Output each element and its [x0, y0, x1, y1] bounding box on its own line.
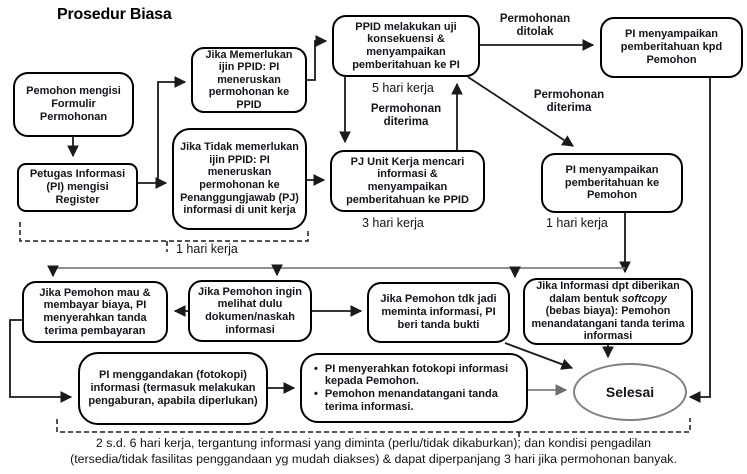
- node-ppid-uji-label: PPID melakukan uji konsekuensi & menyamp…: [352, 20, 460, 71]
- node-petugas-register-label: Petugas Informasi (PI) mengisi Register: [29, 168, 126, 206]
- node-pemohon-form: Pemohon mengisi Formulir Permohonan: [13, 72, 134, 137]
- node-pemohon-form-label: Pemohon mengisi Formulir Permohonan: [26, 85, 121, 123]
- connector-pemberitahuan-kpd-to-selesai: [688, 78, 711, 403]
- node-pi-gandakan: PI menggandakan (fotokopi) informasi (te…: [78, 352, 268, 425]
- label-1-hari-kerja-left: 1 hari kerja: [176, 242, 238, 256]
- bullet-item-label: Pemohon menandatangani tanda terima info…: [324, 388, 498, 413]
- bullet-item: PI menyerahkan fotokopi informasi kepada…: [312, 363, 518, 389]
- footnote-line-1: 2 s.d. 6 hari kerja, tergantung informas…: [95, 436, 652, 450]
- node-perlu-ijin-label: Jika Memerlukan ijin PPID: PI meneruskan…: [205, 48, 293, 111]
- node-pi-beritahu-ke-pemohon: PI menyampaikan pemberitahuan ke Pemohon: [541, 153, 683, 213]
- node-selesai: Selesai: [573, 363, 687, 421]
- footnote-duration: 2 s.d. 6 hari kerja, tergantung informas…: [0, 436, 747, 468]
- node-pi-beritahu-ke-pemohon-label: PI menyampaikan pemberitahuan ke Pemohon: [564, 163, 660, 202]
- softcopy-text-italic: softcopy: [621, 292, 667, 305]
- node-pi-serahkan: PI menyerahkan fotokopi informasi kepada…: [300, 353, 528, 423]
- node-selesai-label: Selesai: [605, 384, 655, 400]
- label-5-hari-kerja: 5 hari kerja: [372, 81, 434, 95]
- node-pi-beritahu-kpd-pemohon: PI menyampaikan pemberitahuan kpd Pemoho…: [600, 17, 743, 78]
- node-informasi-softcopy: Jika Informasi dpt diberikan dalam bentu…: [523, 278, 693, 345]
- node-ppid-uji: PPID melakukan uji konsekuensi & menyamp…: [332, 15, 480, 77]
- bullet-item: Pemohon menandatangani tanda terima info…: [312, 388, 518, 414]
- label-permohonan-ditolak: Permohonan ditolak: [499, 13, 571, 39]
- node-pemohon-batal-label: Jika Pemohon tdk jadi meminta informasi,…: [380, 293, 497, 331]
- node-pemohon-lihat: Jika Pemohon ingin melihat dulu dokumen/…: [188, 280, 312, 342]
- connector-perlu-ijin-to-ppid: [307, 35, 328, 81]
- label-permohonan-diterima-left: Permohonan diterima: [370, 103, 442, 129]
- node-informasi-softcopy-label: Jika Informasi dpt diberikan dalam bentu…: [531, 280, 685, 343]
- node-pi-beritahu-kpd-pemohon-label: PI menyampaikan pemberitahuan kpd Pemoho…: [620, 28, 723, 66]
- node-petugas-register: Petugas Informasi (PI) mengisi Register: [17, 163, 138, 212]
- footnote-line-2: (tersedia/tidak fasilitas penggandaan yg…: [70, 451, 677, 466]
- softcopy-text-lead: Jika Informasi dpt diberikan dalam bentu…: [536, 280, 680, 305]
- label-permohonan-diterima-right: Permohonan diterima: [533, 89, 605, 115]
- node-pemohon-bayar-label: Jika Pemohon mau & membayar biaya, PI me…: [39, 286, 151, 337]
- page-title: Prosedur Biasa: [57, 6, 172, 23]
- bullet-item-label: PI menyerahkan fotokopi informasi kepada…: [324, 362, 509, 388]
- node-pj-unit-kerja: PJ Unit Kerja mencari informasi & menyam…: [330, 150, 485, 212]
- node-pemohon-bayar: Jika Pemohon mau & membayar biaya, PI me…: [22, 281, 168, 343]
- node-perlu-ijin: Jika Memerlukan ijin PPID: PI meneruskan…: [191, 47, 307, 113]
- label-3-hari-kerja: 3 hari kerja: [362, 216, 424, 230]
- node-tidak-perlu-ijin-label: Jika Tidak memerlukan ijin PPID: PI mene…: [180, 141, 299, 217]
- label-1-hari-kerja-right: 1 hari kerja: [546, 216, 608, 230]
- node-pemohon-lihat-label: Jika Pemohon ingin melihat dulu dokumen/…: [198, 285, 302, 336]
- node-pemohon-batal: Jika Pemohon tdk jadi meminta informasi,…: [367, 282, 510, 343]
- node-tidak-perlu-ijin: Jika Tidak memerlukan ijin PPID: PI mene…: [172, 128, 307, 230]
- node-pi-gandakan-label: PI menggandakan (fotokopi) informasi (te…: [88, 369, 258, 407]
- softcopy-text-tail: (bebas biaya): Pemohon menandatangani ta…: [531, 305, 685, 343]
- node-pj-unit-kerja-label: PJ Unit Kerja mencari informasi & menyam…: [346, 155, 469, 206]
